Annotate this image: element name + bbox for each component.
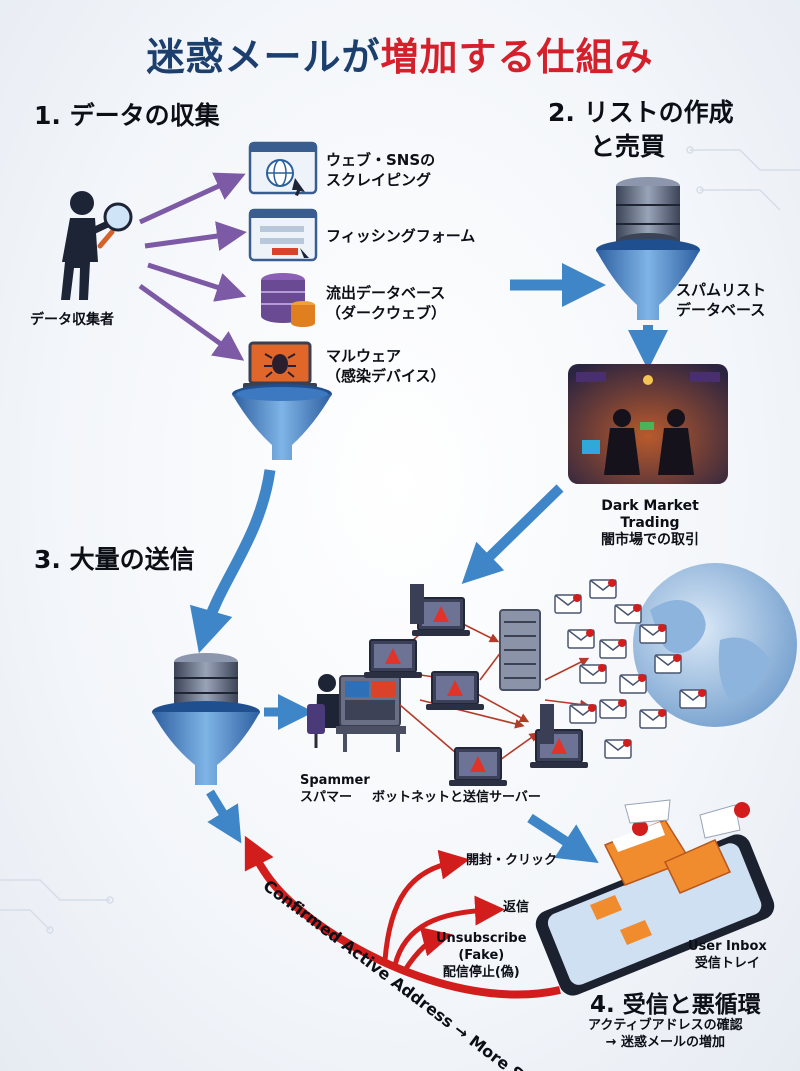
unsub-line3: 配信停止(偽) xyxy=(442,965,520,980)
botnet-laptop-icon xyxy=(412,597,470,636)
circuit-decoration xyxy=(0,146,800,934)
spam-envelope-icon xyxy=(579,664,607,684)
spammer-label: Spammer スパマー xyxy=(300,772,370,806)
title-part1: 迷惑メールが xyxy=(146,35,381,79)
unsub-line2: (Fake) xyxy=(458,948,505,963)
source-label-leaked-db: 流出データベース （ダークウェブ） xyxy=(326,283,446,323)
globe-icon xyxy=(633,563,797,727)
spam-envelope-icon xyxy=(554,594,582,614)
spam-emails xyxy=(554,579,707,759)
spam-list-database-icon xyxy=(596,177,700,320)
spam-envelope-icon xyxy=(679,689,707,709)
title-part2: 増加する仕組み xyxy=(380,35,654,79)
spam-list-line2: データベース xyxy=(676,301,766,319)
spam-list-db-label: スパムリスト データベース xyxy=(676,280,766,320)
spammer-line2: スパマー xyxy=(300,790,353,805)
dark-market-line1: Dark Market Trading xyxy=(601,498,699,531)
source-scraping-line2: スクレイピング xyxy=(326,171,432,189)
reaction-open-click: 開封・クリック xyxy=(466,853,558,868)
spam-envelope-icon xyxy=(589,579,617,599)
spam-envelope-icon xyxy=(619,674,647,694)
reaction-unsubscribe: Unsubscribe (Fake) 配信停止(偽) xyxy=(436,930,527,981)
botnet-laptop-icon xyxy=(364,639,422,678)
source-malware-line2: （感染デバイス） xyxy=(326,367,446,385)
phishing-form-icon xyxy=(248,208,318,262)
inbox-label: User Inbox 受信トレイ xyxy=(688,938,767,972)
source-label-malware: マルウェア （感染デバイス） xyxy=(326,346,446,386)
step-4-heading: 4. 受信と悪循環 xyxy=(590,992,761,1018)
step4-desc-line1: アクティブアドレスの確認 xyxy=(588,1018,743,1033)
step-2-heading: 2. リストの作成 と売買 xyxy=(548,96,734,164)
botnet-laptop-icon xyxy=(449,747,507,786)
dark-market-scene xyxy=(568,364,728,484)
data-collector-icon xyxy=(61,191,133,300)
step-2-line1: 2. リストの作成 xyxy=(548,98,734,127)
reaction-reply: 返信 xyxy=(503,900,530,915)
flow-arrow-to-inbox xyxy=(527,813,599,863)
botnet-pc-tower-icon xyxy=(410,584,424,624)
spam-envelope-icon xyxy=(614,604,642,624)
collection-funnel-icon xyxy=(232,384,332,460)
page-title: 迷惑メールが増加する仕組み xyxy=(0,26,800,81)
spam-list-line1: スパムリスト xyxy=(676,281,767,299)
botnet-devices xyxy=(364,584,588,786)
send-funnel-icon xyxy=(152,653,260,785)
spam-envelope-icon xyxy=(639,709,667,729)
web-scraping-icon xyxy=(248,141,318,196)
spam-envelope-icon xyxy=(639,624,667,644)
botnet-laptop-icon xyxy=(426,671,484,710)
step4-desc-line2: → 迷惑メールの増加 xyxy=(605,1035,725,1050)
step-1-heading: 1. データの収集 xyxy=(34,101,220,130)
spam-envelope-icon xyxy=(654,654,682,674)
botnet-label: ボットネットと送信サーバー xyxy=(372,790,541,805)
dark-market-line2: 闇市場での取引 xyxy=(601,532,699,548)
flow-arrow-market-to-botnet xyxy=(461,484,564,584)
leaked-database-icon xyxy=(261,273,315,327)
unsub-line1: Unsubscribe xyxy=(436,931,527,946)
botnet-laptop-icon xyxy=(530,729,588,768)
inbox-line1: User Inbox xyxy=(688,939,767,954)
source-label-scraping: ウェブ・SNSの スクレイピング xyxy=(326,150,435,190)
spam-envelope-icon xyxy=(569,704,597,724)
step-2-line2: と売買 xyxy=(590,132,666,161)
malware-icon xyxy=(243,341,317,389)
flow-arrow-to-loop xyxy=(206,789,242,844)
botnet-pc-tower-icon xyxy=(540,704,554,744)
spam-envelope-icon xyxy=(604,739,632,759)
spammer-line1: Spammer xyxy=(300,773,370,788)
user-inbox-phone-icon xyxy=(535,799,775,996)
step-3-heading: 3. 大量の送信 xyxy=(34,545,195,574)
source-malware-line1: マルウェア xyxy=(326,347,402,365)
inbox-line2: 受信トレイ xyxy=(694,956,760,971)
spam-envelope-icon xyxy=(567,629,595,649)
step-4-description: アクティブアドレスの確認 → 迷惑メールの増加 xyxy=(588,1017,743,1051)
spam-envelope-icon xyxy=(599,639,627,659)
collection-arrows xyxy=(138,172,247,361)
source-label-phishing: フィッシングフォーム xyxy=(326,227,476,245)
spammer-icon xyxy=(307,674,406,752)
source-scraping-line1: ウェブ・SNSの xyxy=(326,151,436,169)
dark-market-label: Dark Market Trading 闇市場での取引 xyxy=(570,498,730,549)
flow-arrow-to-send xyxy=(189,469,276,654)
source-leaked-line2: （ダークウェブ） xyxy=(326,304,447,322)
feedback-loop-arrows xyxy=(244,835,561,999)
source-leaked-line1: 流出データベース xyxy=(326,284,446,302)
collector-label: データ収集者 xyxy=(30,312,114,328)
send-server-icon xyxy=(499,609,541,691)
spam-envelope-icon xyxy=(599,699,627,719)
